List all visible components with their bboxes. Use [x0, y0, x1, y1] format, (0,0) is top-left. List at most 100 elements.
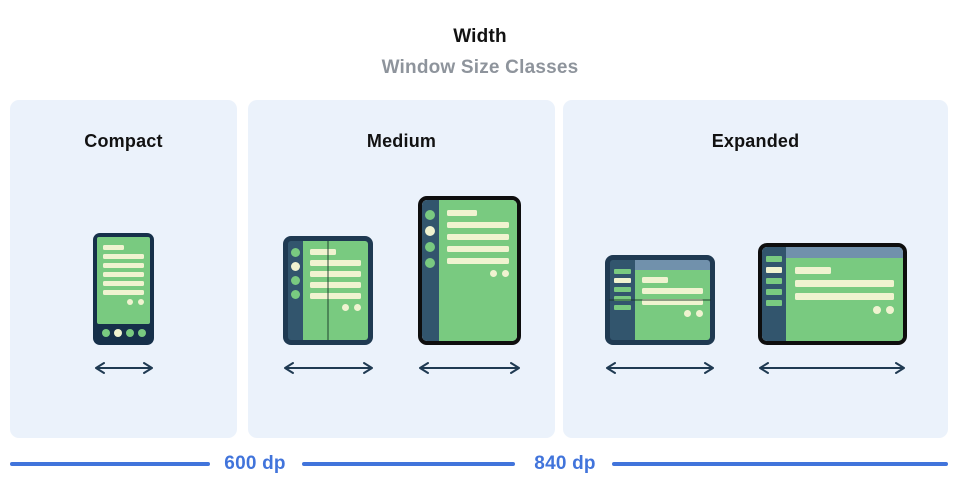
nav-dot — [125, 328, 134, 337]
action-dot — [489, 270, 497, 277]
ruler-label-600dp: 600 dp — [224, 453, 286, 474]
foldable-screen — [610, 260, 710, 340]
tablet-landscape-device — [757, 243, 907, 345]
content-line — [794, 267, 831, 274]
nav-dot — [137, 328, 146, 337]
nav-dot — [113, 328, 122, 337]
width-arrow-icon — [94, 362, 153, 374]
action-dot — [885, 306, 894, 314]
content-area — [303, 241, 368, 340]
device-row — [248, 196, 555, 375]
ruler-segment — [302, 462, 515, 466]
content-area — [438, 200, 517, 341]
content-line — [642, 288, 703, 294]
content-line — [446, 210, 477, 216]
content-line — [794, 293, 894, 300]
panel-medium: Medium — [248, 100, 555, 438]
nav-rail-item — [614, 278, 631, 283]
nav-dot — [101, 328, 110, 337]
action-dot — [354, 304, 361, 311]
content-line — [103, 281, 144, 286]
width-arrow-icon — [606, 362, 714, 374]
content-line — [103, 263, 144, 268]
device-block — [417, 196, 522, 375]
nav-rail-dot — [425, 210, 435, 220]
panel-expanded: Expanded — [563, 100, 948, 438]
app-bar — [635, 260, 710, 270]
nav-rail — [288, 241, 303, 340]
content-line — [310, 282, 361, 288]
device-row — [10, 233, 237, 375]
content-line — [103, 245, 124, 250]
size-class-panels: Compact — [10, 100, 948, 438]
phone-screen — [97, 237, 150, 324]
action-dots — [310, 304, 361, 311]
device-block — [757, 243, 907, 375]
action-dot — [501, 270, 509, 277]
phone-device — [93, 233, 154, 345]
action-dots — [103, 299, 144, 305]
nav-rail-dot — [425, 226, 435, 236]
nav-rail-item — [765, 289, 782, 295]
content-line — [310, 271, 361, 277]
nav-rail-item — [765, 267, 782, 273]
content-column — [785, 247, 903, 341]
phone-nav-bar — [97, 324, 150, 341]
content-area — [785, 258, 903, 341]
nav-rail-item — [614, 305, 631, 310]
action-dot — [872, 306, 881, 314]
width-arrow-icon — [418, 362, 520, 374]
header: Width Window Size Classes — [0, 26, 960, 79]
content-line — [642, 277, 668, 283]
content-line — [446, 258, 509, 264]
nav-rail — [610, 260, 635, 340]
nav-rail-dot — [425, 258, 435, 268]
device-block — [282, 236, 375, 375]
panel-title: Compact — [84, 131, 163, 151]
foldable-open-landscape-device — [605, 255, 715, 345]
nav-rail-dot — [291, 290, 300, 299]
nav-rail-dot — [291, 276, 300, 285]
page-title: Width — [453, 26, 507, 47]
content-line — [103, 272, 144, 277]
device-block — [93, 233, 155, 375]
app-bar — [785, 247, 903, 258]
content-line — [642, 299, 703, 305]
nav-rail-dot — [291, 248, 300, 257]
width-arrow-icon — [283, 362, 373, 374]
ruler-segment — [612, 462, 948, 466]
panel-title: Expanded — [711, 131, 800, 151]
content-line — [310, 293, 361, 299]
content-line — [310, 260, 361, 266]
nav-rail — [421, 200, 439, 341]
device-block — [604, 255, 716, 375]
fold-crease-line — [609, 299, 711, 301]
ruler-segment — [10, 462, 210, 466]
action-dot — [684, 310, 691, 317]
nav-rail-dot — [291, 262, 300, 271]
nav-rail — [761, 247, 786, 341]
content-line — [446, 222, 509, 228]
panel-title: Medium — [366, 131, 437, 151]
fold-crease-line — [327, 241, 329, 340]
panel-compact: Compact — [10, 100, 237, 438]
action-dots — [447, 270, 509, 277]
ruler-label-840dp: 840 dp — [534, 453, 596, 474]
nav-rail-dot — [425, 242, 435, 252]
device-row — [563, 243, 948, 375]
content-line — [103, 290, 144, 295]
content-column — [635, 260, 710, 340]
action-dot — [696, 310, 703, 317]
content-line — [310, 249, 336, 255]
nav-rail-item — [765, 300, 782, 306]
action-dots — [795, 306, 894, 314]
content-line — [103, 254, 144, 259]
nav-rail-item — [765, 256, 782, 262]
content-line — [446, 246, 509, 252]
action-dot — [342, 304, 349, 311]
content-line — [446, 234, 509, 240]
content-line — [794, 280, 894, 287]
action-dot — [138, 299, 144, 305]
action-dot — [127, 299, 133, 305]
